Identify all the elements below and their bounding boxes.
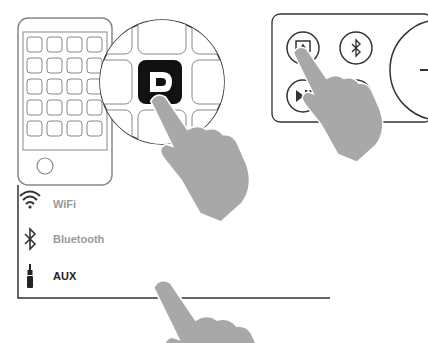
bluetooth-icon — [25, 229, 35, 249]
wifi-icon — [20, 192, 40, 209]
source-label: AUX — [53, 270, 76, 283]
aux-plug-icon — [27, 264, 33, 288]
source-label: Bluetooth — [53, 233, 104, 246]
source-label: WiFi — [53, 198, 76, 211]
pointing-hand — [151, 95, 250, 222]
list-bracket — [18, 185, 330, 298]
phone-symbol — [18, 18, 112, 185]
pointing-hand — [293, 47, 382, 162]
pointing-hand — [154, 281, 267, 343]
